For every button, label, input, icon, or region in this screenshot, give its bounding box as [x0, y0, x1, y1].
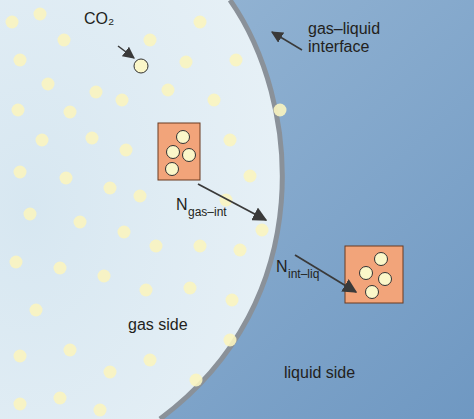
gas-molecule: [224, 134, 237, 147]
region-label: gas side: [128, 316, 188, 334]
gas-molecule: [30, 304, 43, 317]
gas-molecule: [180, 56, 193, 69]
gas-molecule: [6, 16, 19, 29]
gas-molecule: [90, 86, 103, 99]
gas-molecule: [208, 94, 221, 107]
co2-molecule: [134, 59, 148, 73]
gas-molecule: [54, 262, 67, 275]
gas-molecule: [42, 78, 55, 91]
gas-molecule: [98, 270, 111, 283]
interface-label: gas–liquid interface: [308, 20, 428, 57]
leader-line: [118, 46, 134, 58]
gas-molecule: [194, 240, 207, 253]
gas-molecule: [24, 208, 37, 221]
gas-molecule: [234, 244, 247, 257]
gas-molecule: [144, 354, 157, 367]
flux-symbol: N: [276, 258, 288, 276]
gas-molecule: [162, 84, 175, 97]
gas-molecule: [194, 16, 207, 29]
gas-molecule: [58, 34, 71, 47]
gas-bubble: [0, 0, 282, 419]
gas-molecule: [150, 240, 163, 253]
gas-molecule: [134, 190, 147, 203]
gas-molecule: [224, 334, 237, 347]
gas-molecule: [12, 104, 25, 117]
region-label: liquid side: [284, 364, 355, 382]
gas-molecule: [244, 170, 257, 183]
gas-molecule: [184, 282, 197, 295]
gas-molecule: [14, 398, 27, 411]
gas-molecule: [94, 404, 107, 417]
gas-molecule: [74, 216, 87, 229]
molecule-label: CO₂: [84, 10, 114, 28]
liquid-packet: [345, 246, 403, 303]
gas-molecule: [140, 284, 153, 297]
gas-packet: [158, 123, 200, 180]
gas-molecule: [118, 226, 131, 239]
gas-molecule: [116, 94, 129, 107]
leader-line: [272, 32, 302, 50]
gas-molecule: [226, 294, 239, 307]
gas-molecule: [86, 132, 99, 145]
flux-subscript: int–liq: [288, 268, 319, 282]
gas-molecule: [10, 256, 23, 269]
gas-molecule: [14, 54, 27, 67]
gas-molecule: [54, 392, 67, 405]
gas-molecule: [104, 366, 117, 379]
gas-molecule: [60, 172, 73, 185]
flux-symbol: N: [176, 196, 188, 214]
gas-molecule: [64, 106, 77, 119]
gas-molecule: [120, 144, 133, 157]
flux-subscript: gas–int: [188, 206, 227, 220]
gas-molecule: [36, 134, 49, 147]
gas-molecule: [230, 54, 243, 67]
gas-molecule: [14, 350, 27, 363]
gas-molecule: [104, 182, 117, 195]
gas-molecule: [14, 166, 27, 179]
gas-molecules: [6, 8, 287, 417]
gas-molecule: [144, 34, 157, 47]
interface-line: [160, 0, 282, 419]
gas-molecule: [256, 224, 269, 237]
gas-molecule: [64, 344, 77, 357]
gas-molecule: [34, 8, 47, 21]
gas-molecule: [190, 374, 203, 387]
gas-molecule: [274, 104, 287, 117]
